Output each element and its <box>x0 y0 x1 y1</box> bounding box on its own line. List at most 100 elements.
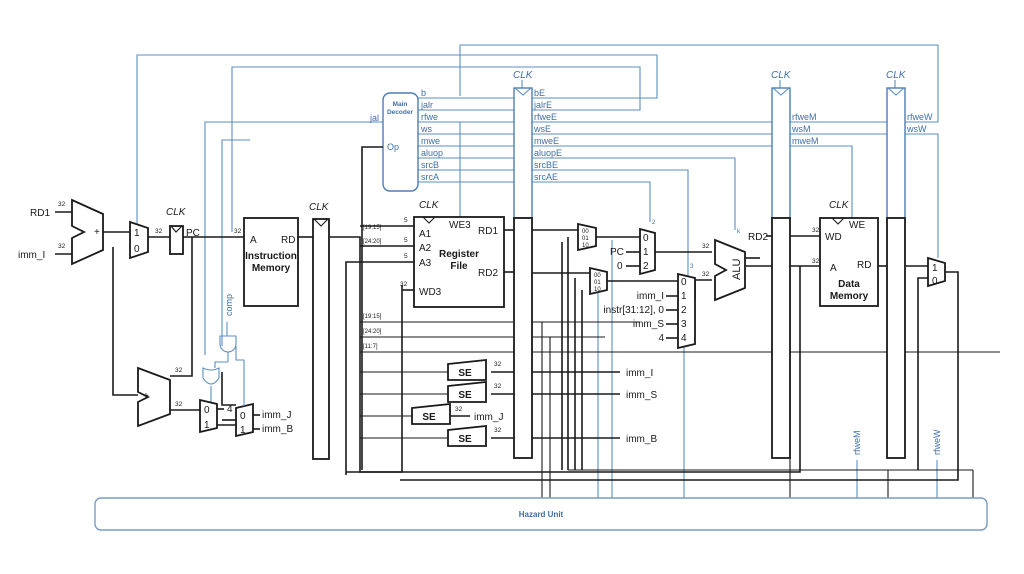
mux-input: 01 <box>582 236 589 242</box>
imem-title: Instruction <box>245 251 297 262</box>
mux-input: 2 <box>643 261 649 272</box>
bus-width: 32 <box>175 401 183 408</box>
clk-label: CLK <box>513 70 534 81</box>
select-tag: 3 <box>690 264 694 270</box>
alu: ALU 32 32 k <box>702 229 760 302</box>
jal-label: jal <box>369 113 379 123</box>
addr-width: 5 <box>404 253 408 260</box>
instruction-memory: A RD Instruction Memory <box>243 217 299 307</box>
rd1-input-label: RD1 <box>30 208 50 219</box>
clk-label: CLK <box>886 70 907 81</box>
port-rd2: RD2 <box>478 268 498 279</box>
forward-mux-b: 00 01 10 <box>589 266 608 296</box>
forward-mux-a: 00 01 10 <box>577 222 597 252</box>
regfile-title: File <box>450 261 468 272</box>
decoder-title: Main <box>393 101 408 108</box>
bus-width: 32 <box>702 243 710 250</box>
execute-stage-signal: srcAE <box>534 172 558 182</box>
bus-width: 32 <box>812 258 820 265</box>
if-id-register: CLK <box>309 202 330 460</box>
port-wd: WD <box>825 232 842 243</box>
bus-width: 32 <box>175 367 183 374</box>
memory-stage-signal: wsM <box>791 124 811 134</box>
dmem-title: Data <box>838 279 860 290</box>
bus-width: 32 <box>455 406 463 413</box>
imm-i-input-label: imm_I <box>637 291 664 302</box>
decoder-output-signal: b <box>421 88 426 98</box>
writeback-stage-signal: rfweW <box>907 112 933 122</box>
decoder-output-signal: srcA <box>421 172 439 182</box>
bus-width: 32 <box>58 243 66 250</box>
bus-width: 32 <box>494 427 502 434</box>
port-a2: A2 <box>419 243 432 254</box>
mux-input: 3 <box>681 319 687 330</box>
srca-mux: 0 1 2 PC 0 2 <box>610 220 656 276</box>
mux-input: 4 <box>681 333 687 344</box>
memory-stage-signal: mweM <box>792 136 819 146</box>
field-label: [19:15] <box>363 314 382 320</box>
we3-label: WE3 <box>449 220 471 231</box>
zero-input-label: 0 <box>617 261 623 272</box>
mux-input: 00 <box>594 273 601 279</box>
pc-mux: 1 0 <box>129 220 149 260</box>
clk-label: CLK <box>771 70 792 81</box>
mux-input: 0 <box>932 276 938 287</box>
port-a: A <box>250 235 257 246</box>
imm-i-input-label: imm_I <box>18 250 45 261</box>
hazard-input-rfwew: rfweW <box>932 429 942 455</box>
mux-input: 1 <box>204 420 210 431</box>
datapath-wires <box>55 211 1000 498</box>
clk-label: CLK <box>309 202 330 213</box>
bus-width: 32 <box>400 281 408 288</box>
field-label: [24:20] <box>363 239 382 245</box>
field-label: [11:7] <box>363 344 378 350</box>
addr-width: 5 <box>404 217 408 224</box>
sign-extenders: SE SE SE SE imm_J 32 32 32 32 <box>411 359 503 447</box>
decoder-output-signal: jalr <box>420 100 433 110</box>
writeback-mux: 1 0 <box>927 256 946 288</box>
decoder-output-signal: srcB <box>421 160 439 170</box>
mux-input: 0 <box>240 411 246 422</box>
hazard-unit-label: Hazard Unit <box>519 510 564 519</box>
select-tag: 2 <box>652 220 656 226</box>
bus-width: 32 <box>702 271 710 278</box>
hazard-unit: Hazard Unit <box>94 497 988 531</box>
alu-label: ALU <box>731 259 743 280</box>
bus-width: 32 <box>494 361 502 368</box>
execute-stage-signal: srcBE <box>534 160 558 170</box>
decoder-output-signal: aluop <box>421 148 443 158</box>
port-a3: A3 <box>419 258 432 269</box>
hazard-input-rfwem: rfweM <box>852 431 862 456</box>
clk-label: CLK <box>829 200 850 211</box>
writeback-stage-signal: wsW <box>906 124 927 134</box>
bus-width: 32 <box>234 228 242 235</box>
rd2-label: RD2 <box>748 232 768 243</box>
mux-input: 01 <box>594 280 601 286</box>
port-wd3: WD3 <box>419 287 442 298</box>
mux-input: 0 <box>204 405 210 416</box>
alu-control-tag: k <box>737 229 741 235</box>
mux-input: 0 <box>134 244 140 255</box>
srcb-mux: 0 1 2 3 4 imm_I instr[31:12], 0 imm_S 4 … <box>603 264 696 350</box>
mux-input: 1 <box>643 247 649 258</box>
bus-width: 32 <box>58 201 66 208</box>
we-label: WE <box>849 220 865 231</box>
four-input-label: 4 <box>658 333 664 344</box>
mux-input: 1 <box>681 291 687 302</box>
imm-b-label: imm_B <box>626 434 657 445</box>
mux-input: 2 <box>681 305 687 316</box>
control-wires <box>136 44 939 498</box>
imm-s-label: imm_S <box>626 390 657 401</box>
mux-input: 1 <box>932 263 938 274</box>
regfile-title: Register <box>439 249 479 260</box>
mux-input: 0 <box>643 233 649 244</box>
execute-stage-signal: rfweE <box>534 112 557 122</box>
register-file: CLK WE3 A1 A2 A3 WD3 RD1 RD2 Register Fi… <box>413 200 505 308</box>
mux-input: 10 <box>594 287 601 293</box>
imm-s-input-label: imm_S <box>633 319 664 330</box>
dmem-title: Memory <box>830 291 869 302</box>
port-a1: A1 <box>419 229 432 240</box>
mux-input: 1 <box>240 425 246 436</box>
